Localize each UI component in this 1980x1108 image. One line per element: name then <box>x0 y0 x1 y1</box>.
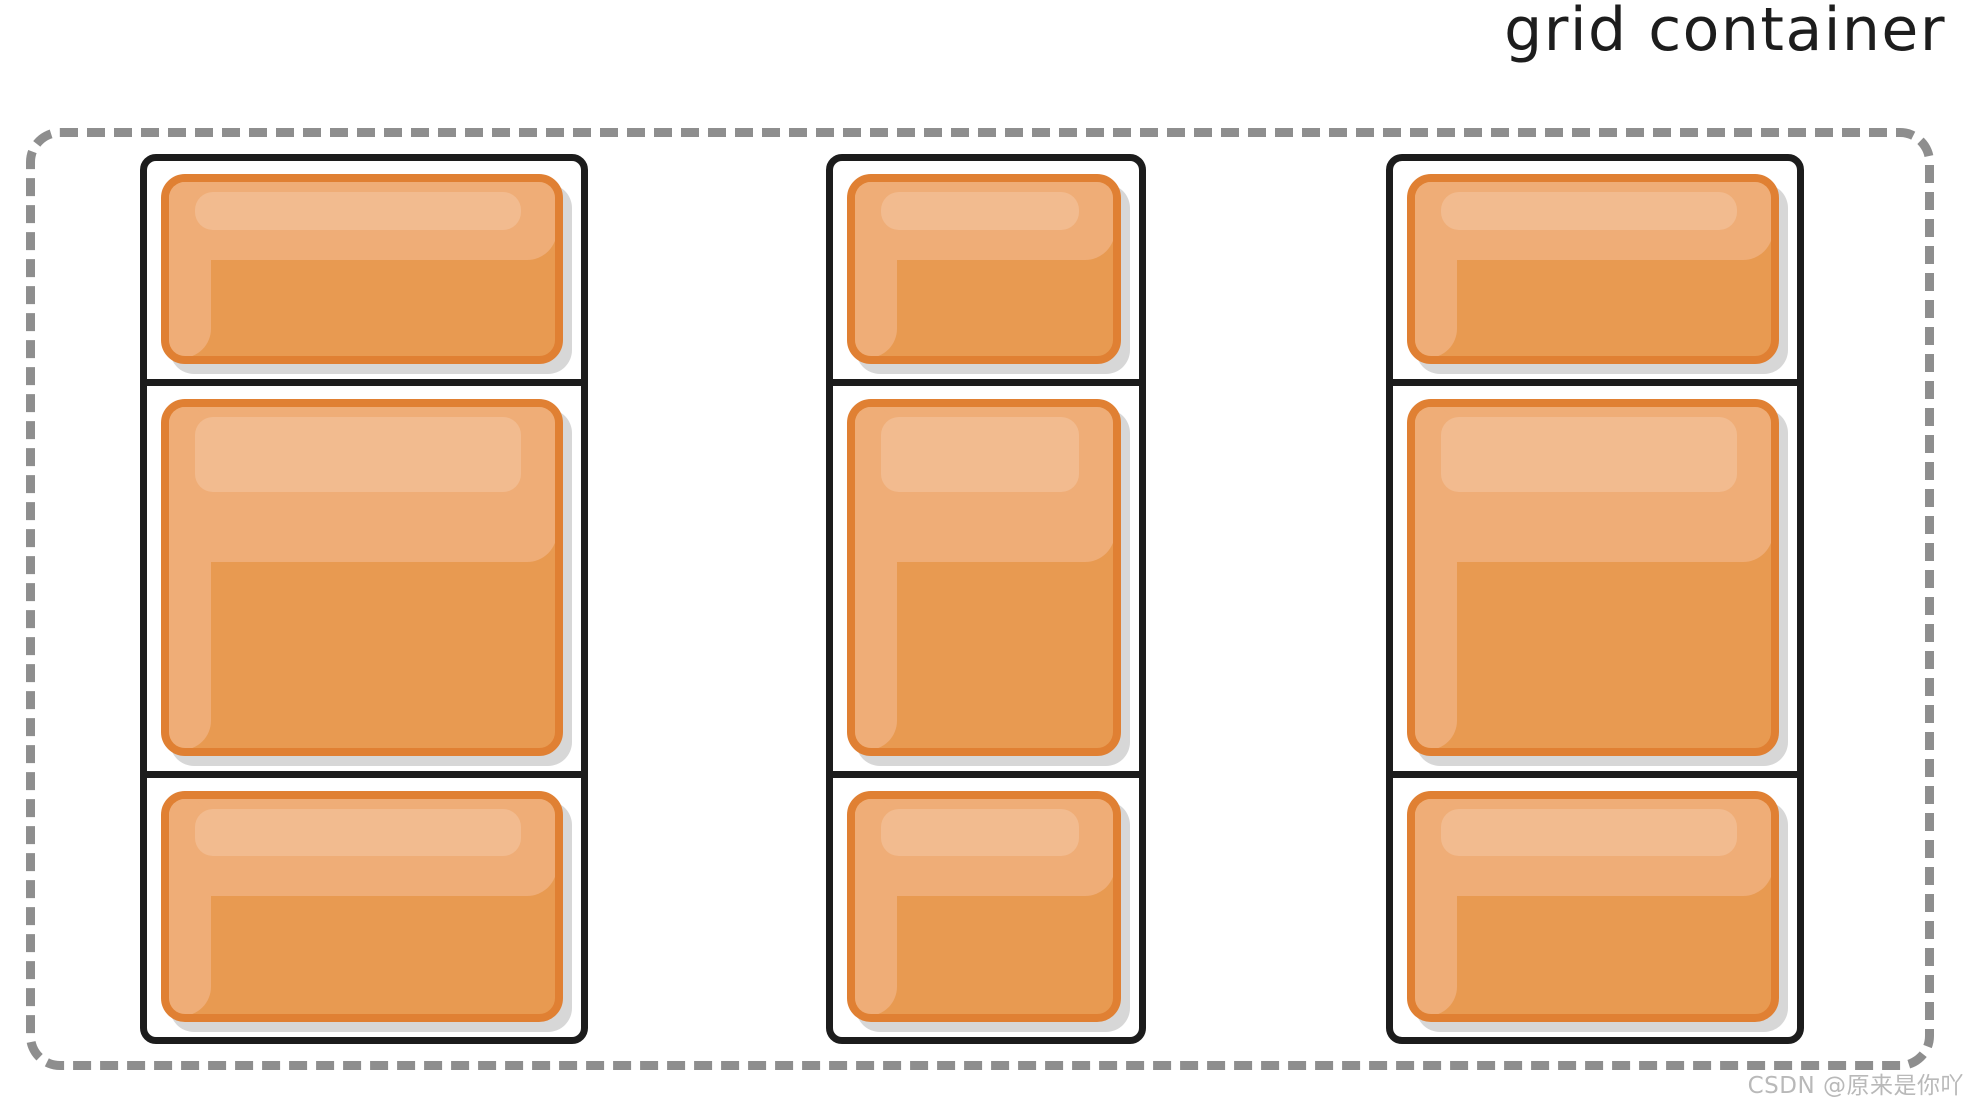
item-gloss-highlight <box>1441 417 1737 493</box>
track-cells-column-1 <box>147 161 581 1037</box>
csdn-watermark: CSDN @原来是你吖 <box>1747 1073 1964 1099</box>
item-gloss-highlight <box>1441 809 1737 857</box>
grid-item-2-2[interactable] <box>847 399 1121 756</box>
grid-container-dashed-boundary <box>26 128 1934 1070</box>
item-gloss-highlight <box>195 417 521 493</box>
item-gloss-highlight <box>195 809 521 857</box>
item-gloss-highlight <box>195 192 521 231</box>
grid-cell-3-2 <box>1393 379 1797 771</box>
grid-track-column-3 <box>1386 154 1804 1044</box>
item-gloss-highlight <box>1441 192 1737 231</box>
item-gloss-highlight <box>881 809 1079 857</box>
track-cells-column-3 <box>1393 161 1797 1037</box>
item-gloss-highlight <box>881 192 1079 231</box>
grid-item-2-3[interactable] <box>847 791 1121 1022</box>
grid-item-3-2[interactable] <box>1407 399 1779 756</box>
grid-cell-2-2 <box>833 379 1139 771</box>
grid-cell-2-3 <box>833 771 1139 1037</box>
grid-cell-1-1 <box>147 161 581 379</box>
grid-track-column-2 <box>826 154 1146 1044</box>
grid-cell-2-1 <box>833 161 1139 379</box>
grid-tracks <box>26 128 1934 1070</box>
grid-item-3-3[interactable] <box>1407 791 1779 1022</box>
grid-item-3-1[interactable] <box>1407 174 1779 364</box>
grid-item-2-1[interactable] <box>847 174 1121 364</box>
grid-track-column-1 <box>140 154 588 1044</box>
track-cells-column-2 <box>833 161 1139 1037</box>
grid-cell-1-3 <box>147 771 581 1037</box>
grid-item-1-2[interactable] <box>161 399 563 756</box>
grid-item-1-1[interactable] <box>161 174 563 364</box>
grid-cell-1-2 <box>147 379 581 771</box>
page-title: grid container <box>1504 0 1946 65</box>
grid-cell-3-1 <box>1393 161 1797 379</box>
item-gloss-highlight <box>881 417 1079 493</box>
grid-item-1-3[interactable] <box>161 791 563 1022</box>
grid-cell-3-3 <box>1393 771 1797 1037</box>
